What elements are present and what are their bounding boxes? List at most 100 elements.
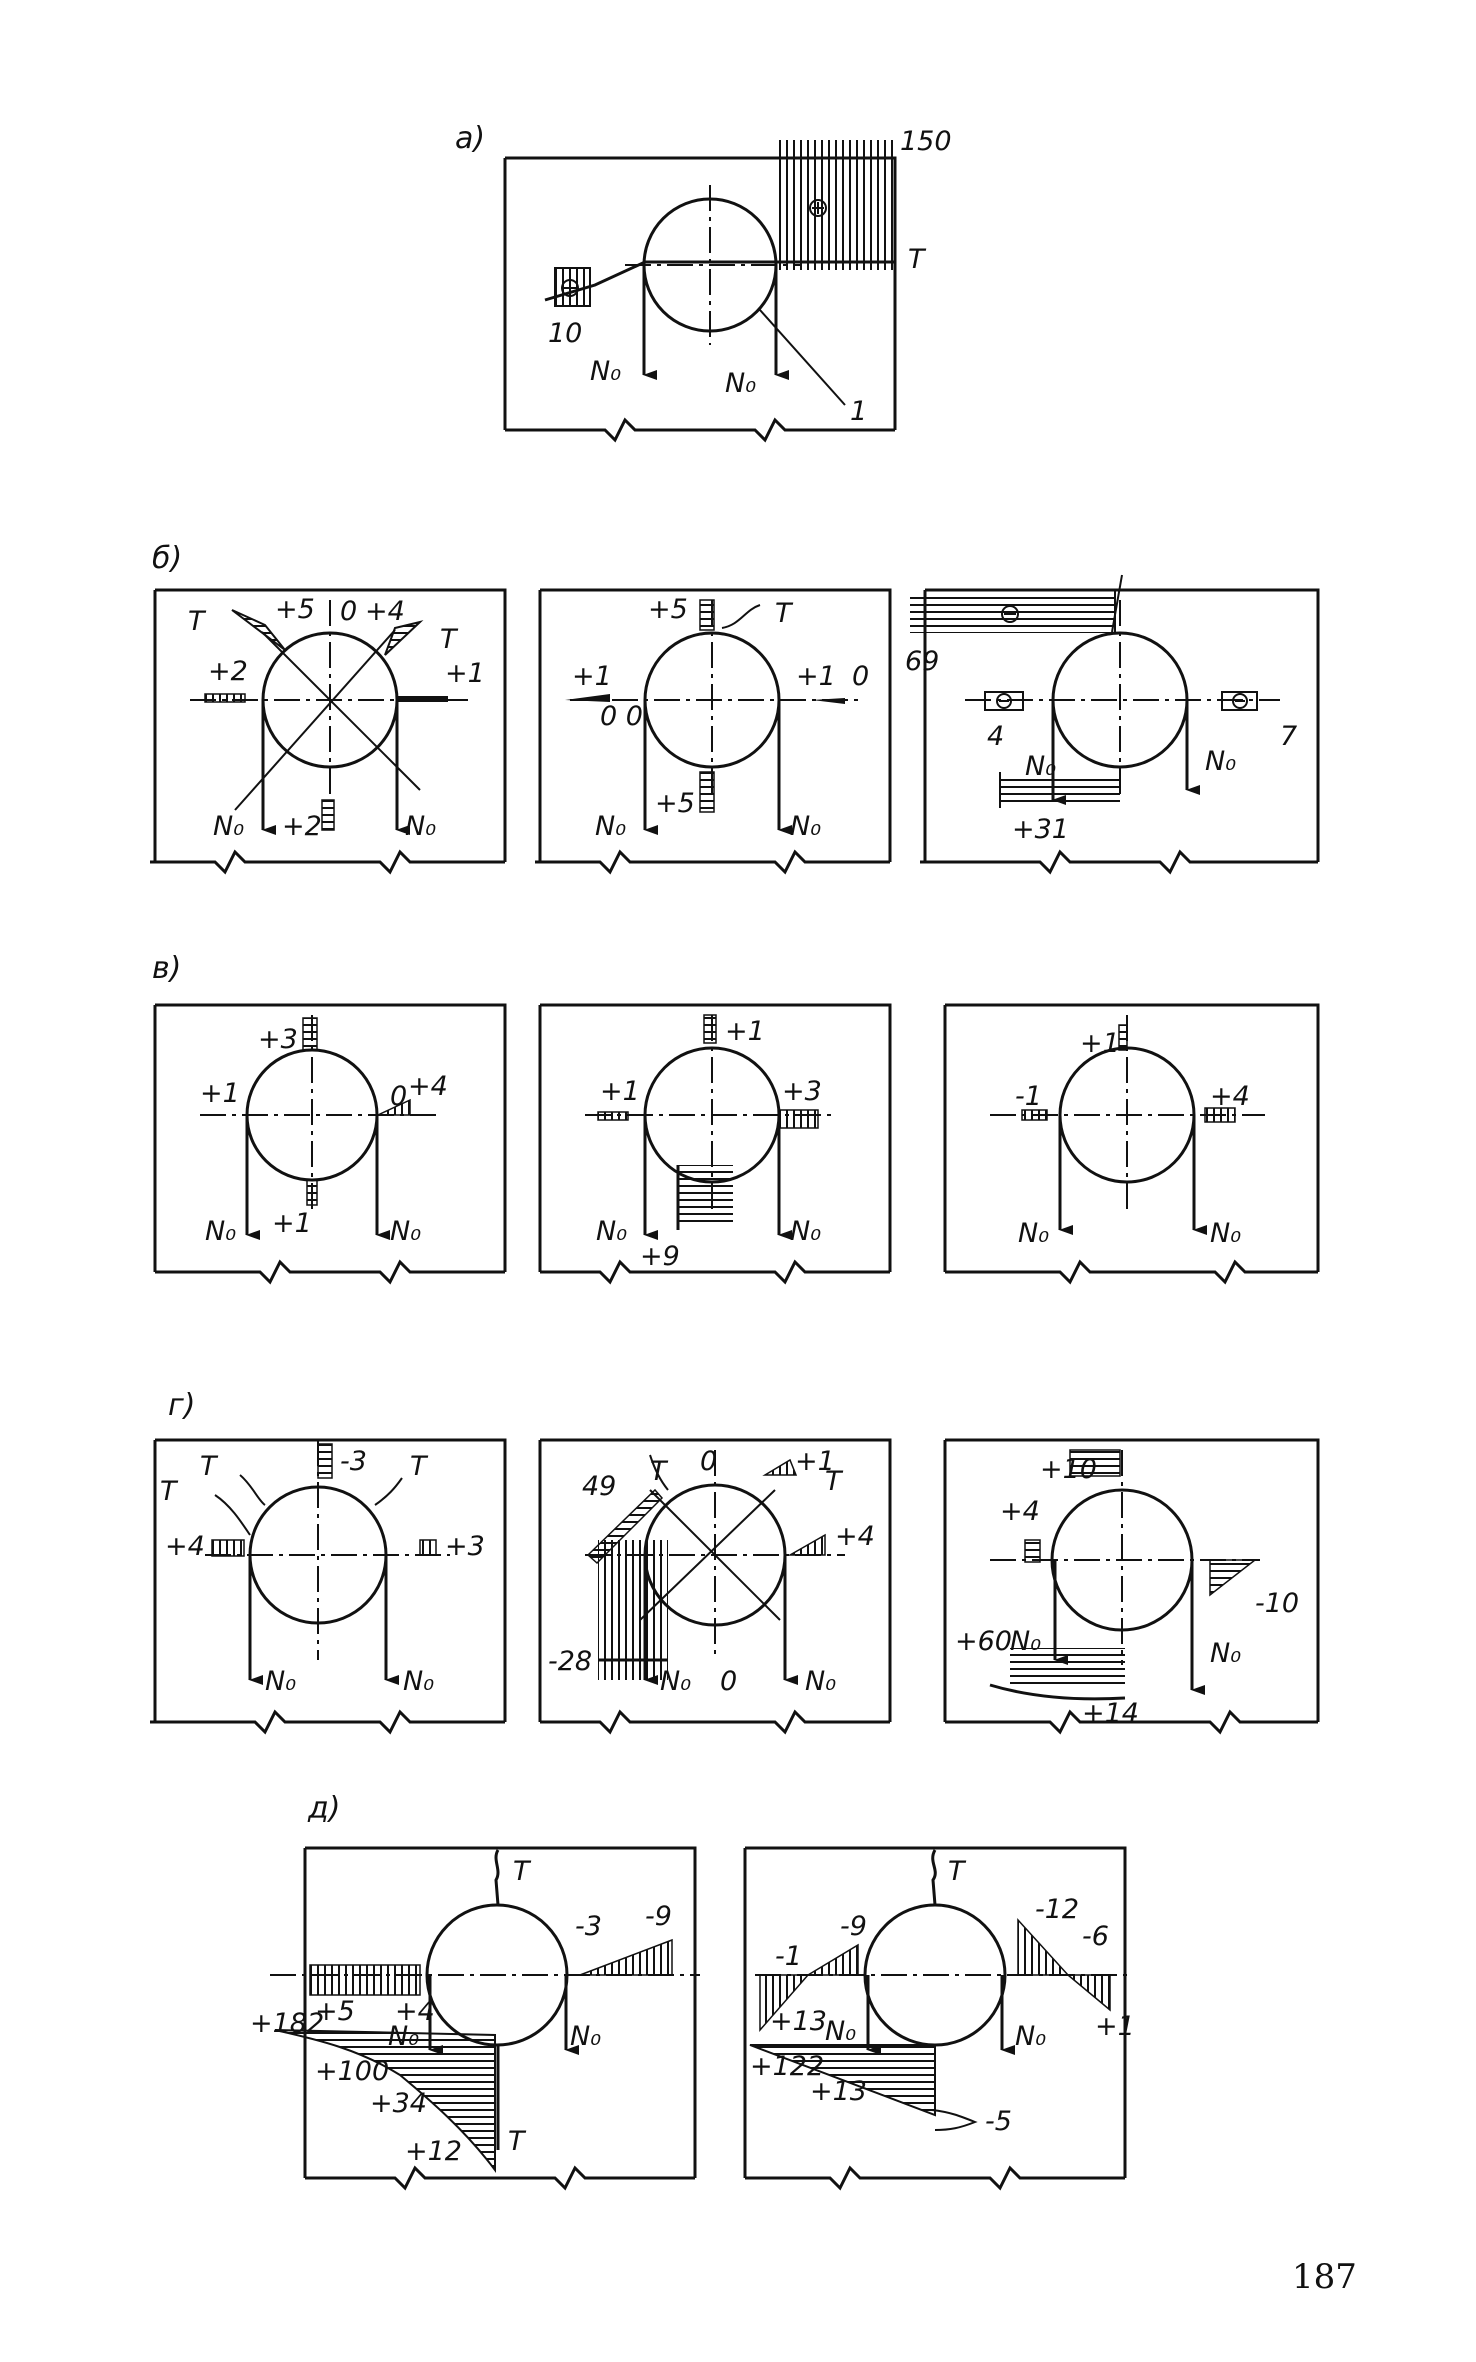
diagram-label: T [440,624,459,655]
diagram-label: +100 [315,2056,389,2087]
diagram-label: 0 [852,661,869,692]
diagram-label: +1 [795,1446,835,1477]
page-number: 187 [1292,2257,1357,2297]
diagram-label: +10 [1040,1454,1097,1485]
diagram-label: T [775,598,794,629]
diagram-label: -9 [840,1911,867,1942]
diagram-label: +4 [835,1521,875,1552]
diagram-label: +3 [782,1076,822,1107]
section-label-g: г) [168,1388,195,1423]
hatched-zone-28 [598,1540,668,1680]
diagram-label: T [948,1856,967,1887]
diagram-label: 0 [340,596,357,627]
diagram-label: N₀ [1018,1218,1049,1249]
diagram-label: +1 [1080,1028,1120,1059]
diagram-label: T [188,606,207,637]
diagram-label: +4 [165,1531,205,1562]
diagram-label: +12 [405,2136,462,2167]
diagram-label: N₀ [790,1216,821,1247]
section-label-b: б) [152,541,182,576]
diagram-label: -3 [575,1911,602,1942]
panel-b1: T +5 0 +4 T +2 +1 N₀ +2 N₀ [150,588,507,875]
section-label-d: д) [307,1791,340,1826]
panel-v1: +3 +1 0 +4 N₀ +1 N₀ [153,1003,507,1285]
diagram-label: +2 [208,656,248,687]
label-No: N₀ [725,368,756,399]
diagram-label: +13 [810,2076,867,2107]
diagram-label: N₀ [790,811,821,842]
diagram-label: +4 [395,1996,435,2027]
diagram-label: T [200,1451,219,1482]
diagram-label: +3 [445,1531,485,1562]
diagram-label: N₀ [403,1666,434,1697]
diagram-label: +4 [408,1071,448,1102]
diagram-label: N₀ [213,811,244,842]
diagram-label: N₀ [1015,2021,1046,2052]
diagram-label: N₀ [596,1216,627,1247]
diagram-label: +13 [770,2006,827,2037]
diagram-label: -9 [645,1901,672,1932]
diagram-label: +60 [955,1626,1012,1657]
diagram-label: -1 [1015,1081,1042,1112]
diagram-label: +14 [1082,1698,1139,1729]
label-No: N₀ [590,356,621,387]
diagram-label: +9 [640,1241,680,1272]
diagram-label: N₀ [825,2016,856,2047]
hatched-zone-122 [749,2044,936,2117]
panel-d1: T T -3 -9 +5 +4 N₀ N₀ +182 +100 +34 +12 [250,1846,700,2191]
diagram-label: -5 [985,2106,1012,2137]
diagram-label: N₀ [1205,746,1236,777]
diagram-label: 0 [720,1666,737,1697]
panel-v2: +1 +1 +3 N₀ +9 N₀ [538,1003,892,1285]
diagram-label: +4 [1000,1496,1040,1527]
diagram-label: +1 [200,1078,240,1109]
panel-a: а) 150 T 10 N₀ N₀ 1 [455,121,952,443]
label-1: 1 [850,396,867,427]
diagram-label: +1 [572,661,612,692]
diagram-label: 0 0 [600,701,643,732]
diagram-label: 69 [905,646,939,677]
diagram-label: T [513,1856,532,1887]
diagram-label: +1 [272,1208,312,1239]
diagram-label: +5 [648,594,688,625]
diagram-label: +4 [1210,1081,1250,1112]
diagram-label: 0 [700,1446,717,1477]
diagram-label: N₀ [1010,1626,1041,1657]
diagram-label: 7 [1280,721,1297,752]
diagram-label: N₀ [265,1666,296,1697]
section-label-v: в) [152,951,181,986]
panel-g2: 49 T 0 +1 T +4 -28 N₀ 0 N₀ [538,1438,892,1735]
diagram-label: N₀ [570,2021,601,2052]
diagram-label: -3 [340,1446,367,1477]
diagram-label: -28 [548,1646,592,1677]
diagram-label: N₀ [805,1666,836,1697]
diagram-label: T [160,1476,179,1507]
diagram-label: T [650,1456,669,1487]
diagram-label: N₀ [388,2021,419,2052]
diagram-label: +31 [1012,814,1069,845]
diagram-label: +5 [275,594,315,625]
label-T: T [908,244,927,275]
diagram-label: +1 [725,1016,765,1047]
diagram-label: -12 [1035,1894,1079,1925]
diagram-label: -1 [775,1941,802,1972]
diagram-label: +5 [655,788,695,819]
panel-b3: 69 4 N₀ N₀ 7 +31 [905,574,1320,875]
diagram-label: +1 [600,1076,640,1107]
diagram-label: 4 [987,721,1004,752]
diagram-label: +5 [315,1996,355,2027]
diagram-label: +1 [445,658,485,689]
diagram-label: -6 [1082,1921,1109,1952]
diagram-label: 0 [390,1081,407,1112]
diagram-label: N₀ [595,811,626,842]
diagram-label: +122 [750,2051,824,2082]
diagram-label: +3 [258,1024,298,1055]
diagram-label: T [508,2126,527,2157]
hatched-zone-9 [678,1165,733,1225]
diagram-label: N₀ [1025,751,1056,782]
panel-b2: +5 T +1 +1 0 0 0 N₀ +5 N₀ [535,588,892,875]
diagram-label: T [410,1451,429,1482]
panel-g1: -3 T T T +4 +3 N₀ N₀ [150,1438,507,1735]
diagram-label: N₀ [1210,1218,1241,1249]
